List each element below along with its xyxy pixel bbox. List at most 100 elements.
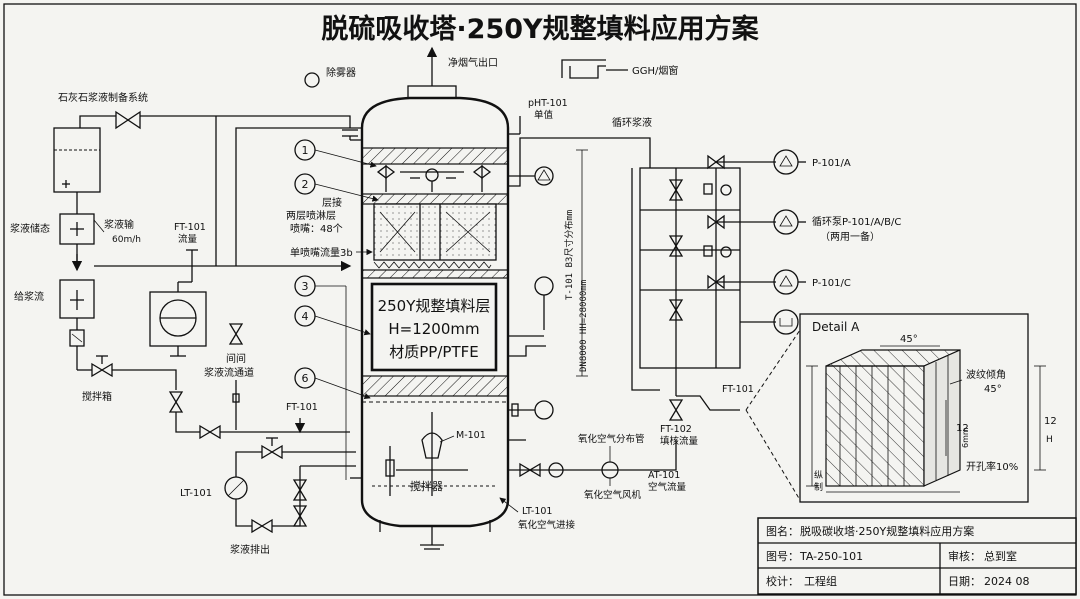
- valve-icon: [199, 424, 221, 440]
- detail-a: Detail A 45° 波纹倾角 45° 12 6mm 12 H 开孔率10%: [745, 313, 1057, 503]
- ggh-label: GGH/烟窗: [632, 64, 678, 77]
- corrugation-angle-value: 45°: [984, 384, 1002, 395]
- oxidation-fan-label: 氧化空气风机: [584, 489, 642, 501]
- svg-text:3: 3: [302, 280, 309, 293]
- date-label: 日期：: [948, 575, 981, 588]
- title-block: 图名： 脱吸碳收塔·250Y规整填料应用方案 图号： TA-250-101 审核…: [757, 517, 1077, 595]
- valve-icon: [292, 479, 308, 501]
- ft101-a-sub-label: 流量: [178, 233, 198, 245]
- valve-icon: [251, 518, 273, 534]
- drawing-name-label: 图名：: [766, 524, 799, 538]
- packing-title: 250Y规整填料层: [378, 297, 491, 315]
- m101-label: M-101: [456, 430, 486, 441]
- demister-icon: [304, 72, 320, 88]
- at101-label: AT-101: [648, 470, 680, 481]
- valve-icon: [519, 462, 541, 478]
- detail-height-12: 12: [956, 423, 969, 434]
- detail-side-label: 纵: [814, 470, 823, 481]
- review-value: 总到室: [984, 549, 1017, 563]
- circ-slurry-label: 循环浆液: [612, 116, 652, 129]
- callout-3: 3: [294, 275, 347, 480]
- ft102-sub-label: 填核流量: [660, 435, 699, 447]
- ft101-a-label: FT-101: [174, 222, 206, 233]
- packing-layer-label: 250Y规整填料层 H=1200mm 材质PP/PTFE: [370, 282, 498, 372]
- detail-side-label-2: 制: [814, 481, 823, 493]
- dimension-text-2: DN8000 HH=28000mm: [579, 280, 589, 372]
- circ-pump-label: 循环泵P-101/A/B/C: [812, 215, 901, 228]
- valve-label: 间间: [226, 352, 246, 365]
- corrugation-angle-label: 波纹倾角: [966, 368, 1006, 381]
- callout-2: 2: [294, 173, 379, 202]
- svg-text:1: 1: [302, 144, 309, 157]
- oxidation-inlet-label: 氧化空气进接: [518, 519, 576, 531]
- pht-sub-label: 单值: [534, 109, 554, 121]
- callout-1: 1: [294, 139, 377, 168]
- slurry-tank-label: 浆液储态: [10, 222, 50, 235]
- lt101-left-label: LT-101: [180, 488, 212, 499]
- agitator-box-label: 搅拌箱: [82, 390, 112, 403]
- nozzle-flow-label: 单喷嘴流量3b: [290, 246, 353, 259]
- instrument-icon: [534, 276, 554, 296]
- ft101-right-label: FT-101: [722, 384, 754, 395]
- svg-text:6: 6: [302, 372, 309, 385]
- check-value: 工程组: [804, 574, 837, 588]
- callout-4: 4: [294, 305, 371, 336]
- packing-height: H=1200mm: [388, 320, 479, 338]
- circ-pump-sub-label: （两用一备）: [820, 230, 880, 243]
- pht-label: pHT-101: [528, 98, 568, 109]
- pump-rate-label: 60m/h: [112, 235, 141, 245]
- valve-icon: [91, 362, 113, 378]
- at101-sub-label: 空气流量: [648, 481, 687, 493]
- tower-dimension: T-101 B3尺寸分布mm DN8000 HH=28000mm: [563, 149, 589, 377]
- packing-material: 材质PP/PTFE: [389, 343, 478, 361]
- review-label: 审核：: [948, 549, 981, 563]
- detail-a-title: Detail A: [812, 320, 860, 334]
- valve-icon: [228, 323, 244, 345]
- limestone-system-label: 石灰石浆液制备系统: [58, 91, 148, 104]
- instrument-icon: [534, 400, 554, 420]
- date-value: 2024 08: [984, 575, 1030, 588]
- drawing-frame: [3, 3, 1077, 596]
- valve-icon: [292, 505, 308, 527]
- check-label: 校计：: [766, 574, 799, 588]
- pump-spare: [773, 309, 799, 335]
- callout-6: 6: [294, 367, 371, 400]
- agitator-label: 搅拌器: [410, 479, 443, 493]
- slurry-pump-label: 浆液输: [104, 218, 134, 231]
- valve-icon: [115, 110, 141, 130]
- limestone-tank: [53, 127, 101, 193]
- detail-height-unit: 6mm: [961, 427, 970, 448]
- slurry-discharge-label: 浆液排出: [230, 543, 270, 556]
- drawing-no: TA-250-101: [799, 550, 863, 563]
- p101a-label: P-101/A: [812, 158, 851, 169]
- pump-p101b: 循环泵P-101/A/B/C （两用一备）: [773, 209, 901, 243]
- absorber-tower: [350, 85, 510, 550]
- valve-icon: [168, 391, 184, 413]
- feed-pump-label: 给浆流: [14, 290, 44, 303]
- open-ratio-label: 开孔率10%: [966, 460, 1018, 473]
- valve-icon: [261, 444, 283, 460]
- detail-h-value: 12: [1044, 416, 1057, 427]
- nozzles-label: 喷嘴：48个: [290, 223, 343, 235]
- svg-text:2: 2: [302, 178, 309, 191]
- ft102-label: FT-102: [660, 424, 692, 435]
- layer-label: 层接: [322, 196, 342, 209]
- bypass-label: 浆液流通道: [204, 366, 254, 379]
- drawing-title: 脱硫吸收塔·250Y规整填料应用方案: [321, 13, 759, 45]
- svg-text:4: 4: [302, 310, 309, 323]
- drawing-name: 脱吸碳收塔·250Y规整填料应用方案: [800, 524, 974, 538]
- detail-angle-top: 45°: [900, 334, 918, 345]
- lt101-label: LT-101: [522, 506, 552, 517]
- clean-gas-outlet: 净烟气出口 GGH/烟窗: [426, 46, 678, 86]
- pump-p101c: P-101/C: [773, 269, 851, 295]
- oxidation-header-label: 氧化空气分布管: [578, 433, 645, 445]
- demister-label: 除雾器: [326, 66, 356, 79]
- clean-gas-outlet-label: 净烟气出口: [448, 56, 498, 69]
- p101c-label: P-101/C: [812, 278, 851, 289]
- detail-h-unit: H: [1046, 435, 1053, 445]
- dimension-text-1: T-101 B3尺寸分布mm: [563, 210, 575, 300]
- circulation-pump-manifold: [631, 154, 776, 421]
- drawing-no-label: 图号：: [766, 550, 799, 563]
